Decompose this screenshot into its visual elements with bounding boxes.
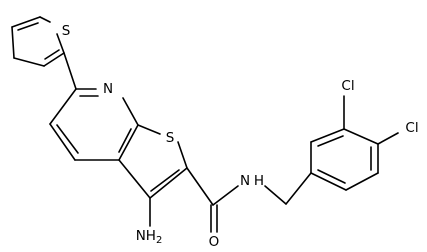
bond-thio-pyr-link xyxy=(63,52,77,90)
atom-label-amide-h: H xyxy=(254,173,264,189)
bond-ph-double-1 xyxy=(317,135,344,147)
bond-fused-c7a-s xyxy=(137,124,161,135)
bond-thio-s-c2 xyxy=(56,33,65,54)
atom-label-fused-s: S xyxy=(166,130,175,146)
bond-fused-c2-c3 xyxy=(149,167,188,199)
bond-thio-double-2 xyxy=(17,22,39,31)
atom-label-chloro-4: Cl xyxy=(405,120,418,136)
bond-ch2-ph xyxy=(285,172,312,205)
bond-thio-s-c5-part xyxy=(39,16,51,23)
bond-carbonyl-n xyxy=(212,185,239,206)
amino-subscript: 2 xyxy=(156,235,162,246)
atom-label-thiophene-s: S xyxy=(62,23,71,39)
atom-labels: S N S NH2 O N H Cl Cl xyxy=(62,23,419,250)
bond-thio-c2-c3 xyxy=(43,52,65,67)
bond-c4-cl xyxy=(377,132,399,145)
bond-pyr-c3a-c7a xyxy=(118,124,139,161)
atom-label-amide-n: N xyxy=(240,173,250,189)
bond-ph-c2-c3 xyxy=(310,128,345,143)
bond-ph-double-3 xyxy=(317,169,346,184)
bonds xyxy=(11,16,399,233)
bond-ph-c6-c1 xyxy=(310,172,347,191)
bond-fused-s-c2 xyxy=(177,141,188,169)
bond-pyr-c5-c4 xyxy=(49,123,76,161)
bond-thio-double-1 xyxy=(44,49,60,60)
atom-label-chloro-3: Cl xyxy=(341,78,354,94)
atom-label-pyridine-n: N xyxy=(103,81,113,97)
bond-pyr-double-3 xyxy=(118,128,132,153)
atom-label-amino: NH2 xyxy=(136,228,163,246)
amino-nh-text: NH xyxy=(136,228,156,244)
bond-thio-c4-c5 xyxy=(11,26,15,59)
bond-ph-c3-c4 xyxy=(343,128,379,145)
bond-n-ch2 xyxy=(264,185,287,205)
bond-pyr-double-2 xyxy=(56,124,79,154)
bond-thio-c3-c4 xyxy=(13,57,45,67)
bond-pyr-c7a-n xyxy=(122,97,139,126)
bond-pyr-c6-c5 xyxy=(49,88,77,125)
bond-thio-c5-s xyxy=(11,16,41,28)
bond-ph-c5-c6 xyxy=(345,172,379,191)
bond-c2-carbonyl xyxy=(186,167,214,206)
bond-fused-double xyxy=(150,169,180,192)
atom-label-carbonyl-o: O xyxy=(209,234,220,250)
bond-fused-c3-c3a xyxy=(118,159,151,199)
